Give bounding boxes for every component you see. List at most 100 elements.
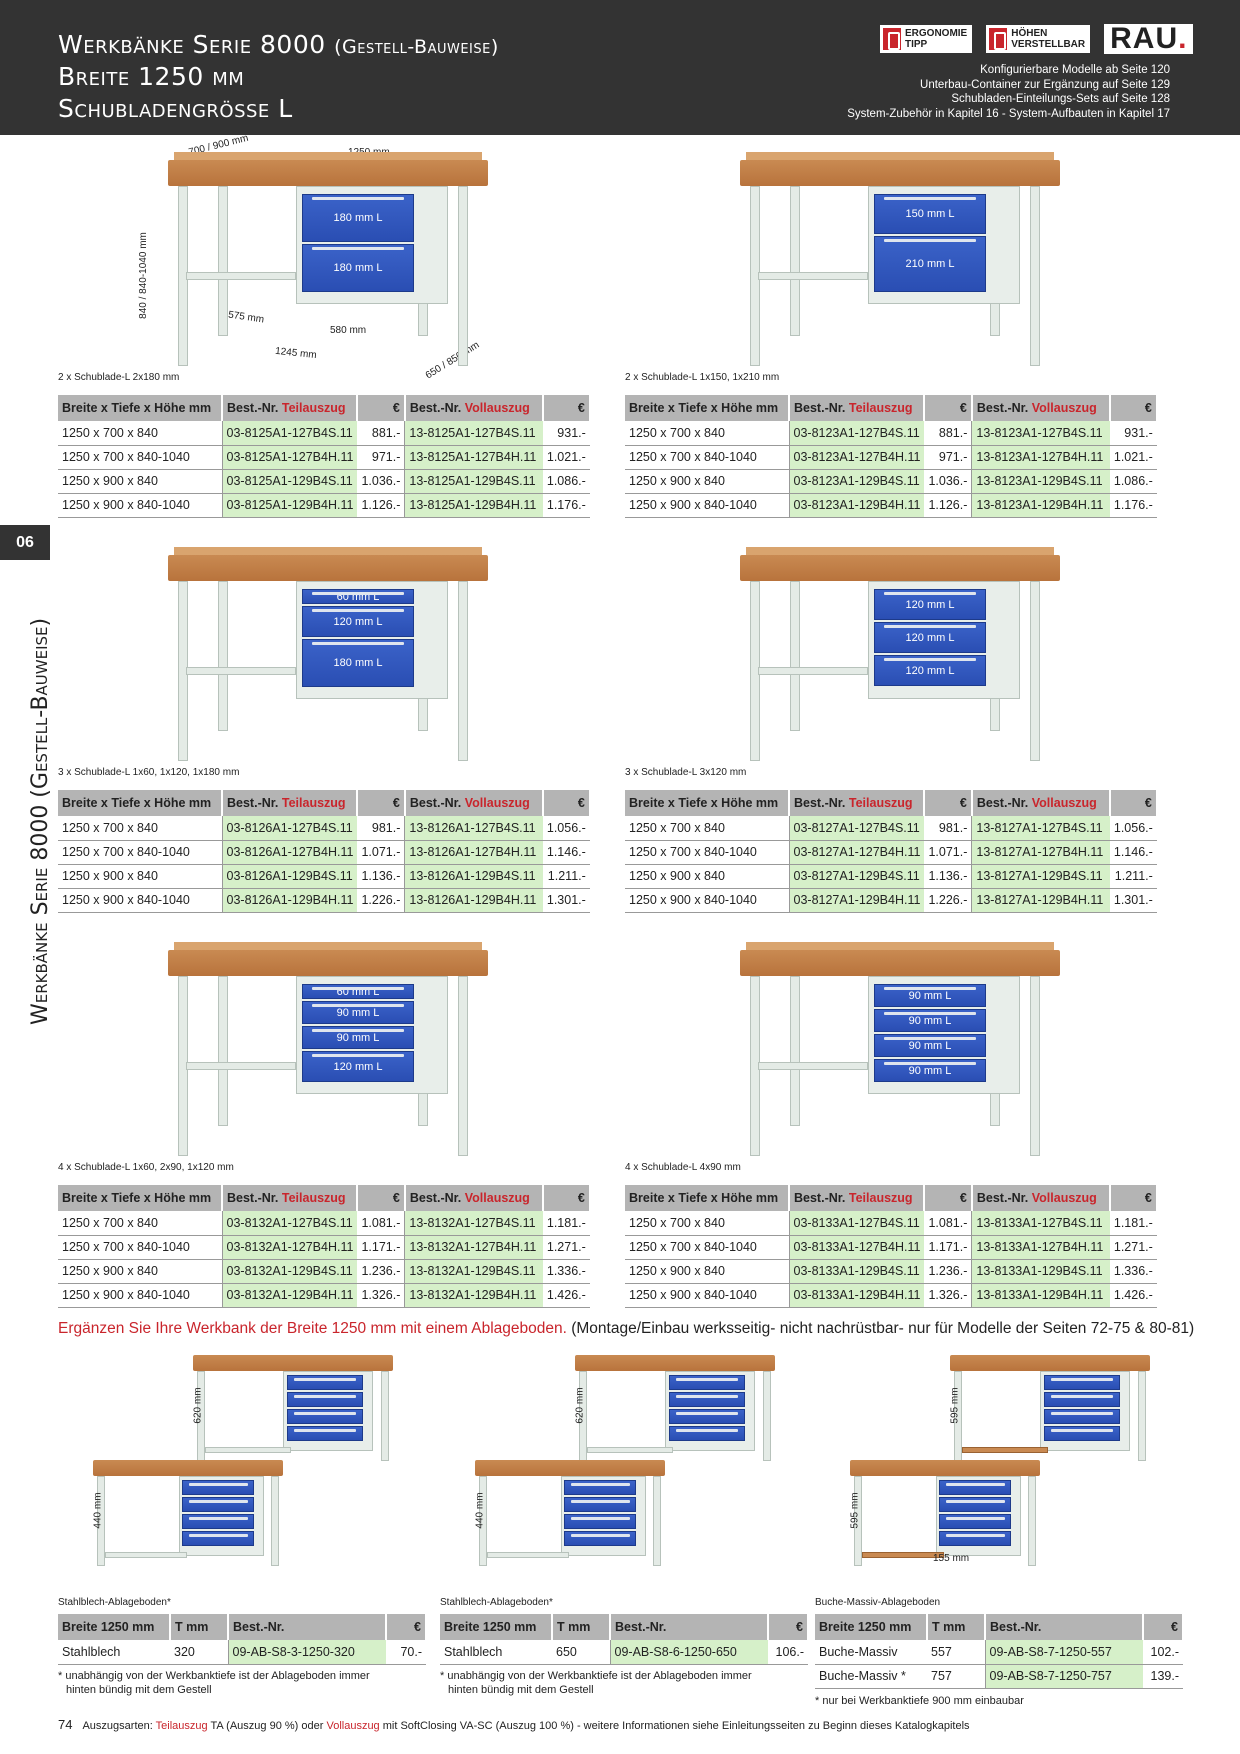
price-cell: 1.181.- bbox=[1109, 1211, 1157, 1236]
drawer-label: 90 mm L bbox=[908, 1064, 952, 1077]
drawer-front: 90 mm L bbox=[874, 1034, 986, 1057]
worktop-edge bbox=[746, 152, 1054, 160]
shelf-height-label: 440 mm bbox=[92, 1492, 104, 1529]
order-number-cell: 03-8125A1-127B4S.11 bbox=[221, 421, 358, 446]
order-number-cell: 09-AB-S8-6-1250-650 bbox=[609, 1640, 768, 1665]
shelf-caption: Stahlblech-Ablageboden* bbox=[58, 1597, 171, 1608]
drawer-front bbox=[669, 1375, 745, 1390]
material-cell: Stahlblech bbox=[440, 1640, 552, 1665]
shelf-caption: Stahlblech-Ablageboden* bbox=[440, 1597, 553, 1608]
drawer-front bbox=[939, 1497, 1012, 1512]
order-number-cell: 13-8132A1-127B4S.11 bbox=[404, 1211, 543, 1236]
workbench-shelf-illustration bbox=[193, 1355, 393, 1465]
price-cell: 881.- bbox=[357, 421, 405, 446]
shelf-height-label: 595 mm bbox=[949, 1387, 961, 1424]
price-cell: 1.146.- bbox=[542, 840, 590, 865]
order-number-cell: 13-8127A1-129B4H.11 bbox=[971, 888, 1110, 913]
order-number-cell: 13-8132A1-129B4H.11 bbox=[404, 1283, 543, 1308]
table-header: Breite 1250 mm bbox=[58, 1614, 171, 1640]
drawer-front bbox=[287, 1426, 363, 1441]
order-number-cell: 13-8133A1-127B4H.11 bbox=[971, 1235, 1110, 1260]
order-number-cell: 13-8133A1-129B4H.11 bbox=[971, 1283, 1110, 1308]
size-cell: 1250 x 900 x 840 bbox=[58, 469, 222, 494]
order-number-cell: 03-8127A1-129B4S.11 bbox=[788, 864, 925, 889]
table-header: Breite x Tiefe x Höhe mm bbox=[58, 790, 223, 816]
frame-leg bbox=[790, 976, 800, 1126]
frame-rail bbox=[186, 1062, 296, 1070]
order-number-cell: 13-8123A1-127B4S.11 bbox=[971, 421, 1110, 446]
table-header: Best.-Nr. Vollauszug bbox=[404, 395, 544, 421]
table-header: Best.-Nr. Vollauszug bbox=[971, 1185, 1111, 1211]
product-caption: 3 x Schublade-L 3x120 mm bbox=[625, 767, 747, 778]
table-header: € bbox=[386, 1614, 427, 1640]
price-cell: 1.211.- bbox=[1109, 864, 1157, 889]
drawer-label: 60 mm L bbox=[336, 985, 380, 998]
frame-leg bbox=[218, 976, 228, 1126]
price-cell: 981.- bbox=[924, 816, 972, 841]
table-header: Best.-Nr. Teilauszug bbox=[222, 395, 359, 421]
price-cell: 1.171.- bbox=[924, 1235, 972, 1260]
beech-worktop bbox=[168, 160, 488, 186]
drawer-front bbox=[1044, 1375, 1120, 1390]
table-header: € bbox=[542, 1185, 591, 1211]
drawer-front bbox=[287, 1392, 363, 1407]
order-number-cell: 03-8132A1-129B4S.11 bbox=[221, 1259, 358, 1284]
drawer-front bbox=[182, 1514, 255, 1529]
price-cell: 70.- bbox=[386, 1640, 426, 1665]
depth-cell: 650 bbox=[552, 1640, 610, 1665]
table-header: € bbox=[357, 1185, 406, 1211]
ablageboden-intro: Ergänzen Sie Ihre Werkbank der Breite 12… bbox=[58, 1320, 1195, 1337]
table-header: Breite x Tiefe x Höhe mm bbox=[625, 395, 790, 421]
beech-worktop bbox=[475, 1460, 665, 1476]
table-header: Best.-Nr. bbox=[228, 1614, 387, 1640]
drawer-front: 60 mm L bbox=[302, 984, 414, 999]
page-header: Werkbänke Serie 8000 (Gestell-Bauweise) … bbox=[0, 0, 1240, 135]
drawer-front bbox=[182, 1531, 255, 1546]
price-cell: 1.136.- bbox=[357, 864, 405, 889]
beech-worktop bbox=[950, 1355, 1150, 1371]
product-caption: 4 x Schublade-L 4x90 mm bbox=[625, 1162, 741, 1173]
table-header: € bbox=[924, 395, 973, 421]
shelf-caption: Buche-Massiv-Ablageboden bbox=[815, 1597, 941, 1608]
drawer-front bbox=[287, 1409, 363, 1424]
material-cell: Stahlblech bbox=[58, 1640, 170, 1665]
drawer-front: 90 mm L bbox=[874, 1009, 986, 1032]
price-cell: 1.236.- bbox=[357, 1259, 405, 1284]
material-cell: Buche-Massiv * bbox=[815, 1664, 927, 1689]
beech-shelf bbox=[862, 1552, 944, 1558]
depth-cell: 757 bbox=[927, 1664, 985, 1689]
price-cell: 1.021.- bbox=[542, 445, 590, 470]
chapter-tab: 06 bbox=[0, 525, 50, 560]
drawer-front: 120 mm L bbox=[874, 622, 986, 653]
price-cell: 1.236.- bbox=[924, 1259, 972, 1284]
size-cell: 1250 x 900 x 840-1040 bbox=[58, 1283, 222, 1308]
drawer-label: 150 mm L bbox=[905, 208, 955, 220]
product-caption: 2 x Schublade-L 1x150, 1x210 mm bbox=[625, 372, 780, 383]
drawer-label: 120 mm L bbox=[333, 1060, 383, 1073]
size-cell: 1250 x 700 x 840-1040 bbox=[625, 1235, 789, 1260]
drawer-label: 120 mm L bbox=[905, 598, 955, 611]
size-cell: 1250 x 700 x 840-1040 bbox=[625, 840, 789, 865]
size-cell: 1250 x 900 x 840 bbox=[625, 1259, 789, 1284]
order-number-cell: 03-8127A1-127B4S.11 bbox=[788, 816, 925, 841]
size-cell: 1250 x 700 x 840-1040 bbox=[58, 445, 222, 470]
frame-leg bbox=[271, 1476, 279, 1566]
price-cell: 1.086.- bbox=[1109, 469, 1157, 494]
table-header: Best.-Nr. bbox=[985, 1614, 1144, 1640]
page-number: 74 bbox=[58, 1717, 73, 1732]
product-caption: 2 x Schublade-L 2x180 mm bbox=[58, 372, 180, 383]
table-header: Breite x Tiefe x Höhe mm bbox=[625, 790, 790, 816]
workbench-shelf-illustration bbox=[475, 1460, 665, 1570]
table-header: € bbox=[542, 790, 591, 816]
order-number-cell: 03-8133A1-127B4H.11 bbox=[788, 1235, 925, 1260]
